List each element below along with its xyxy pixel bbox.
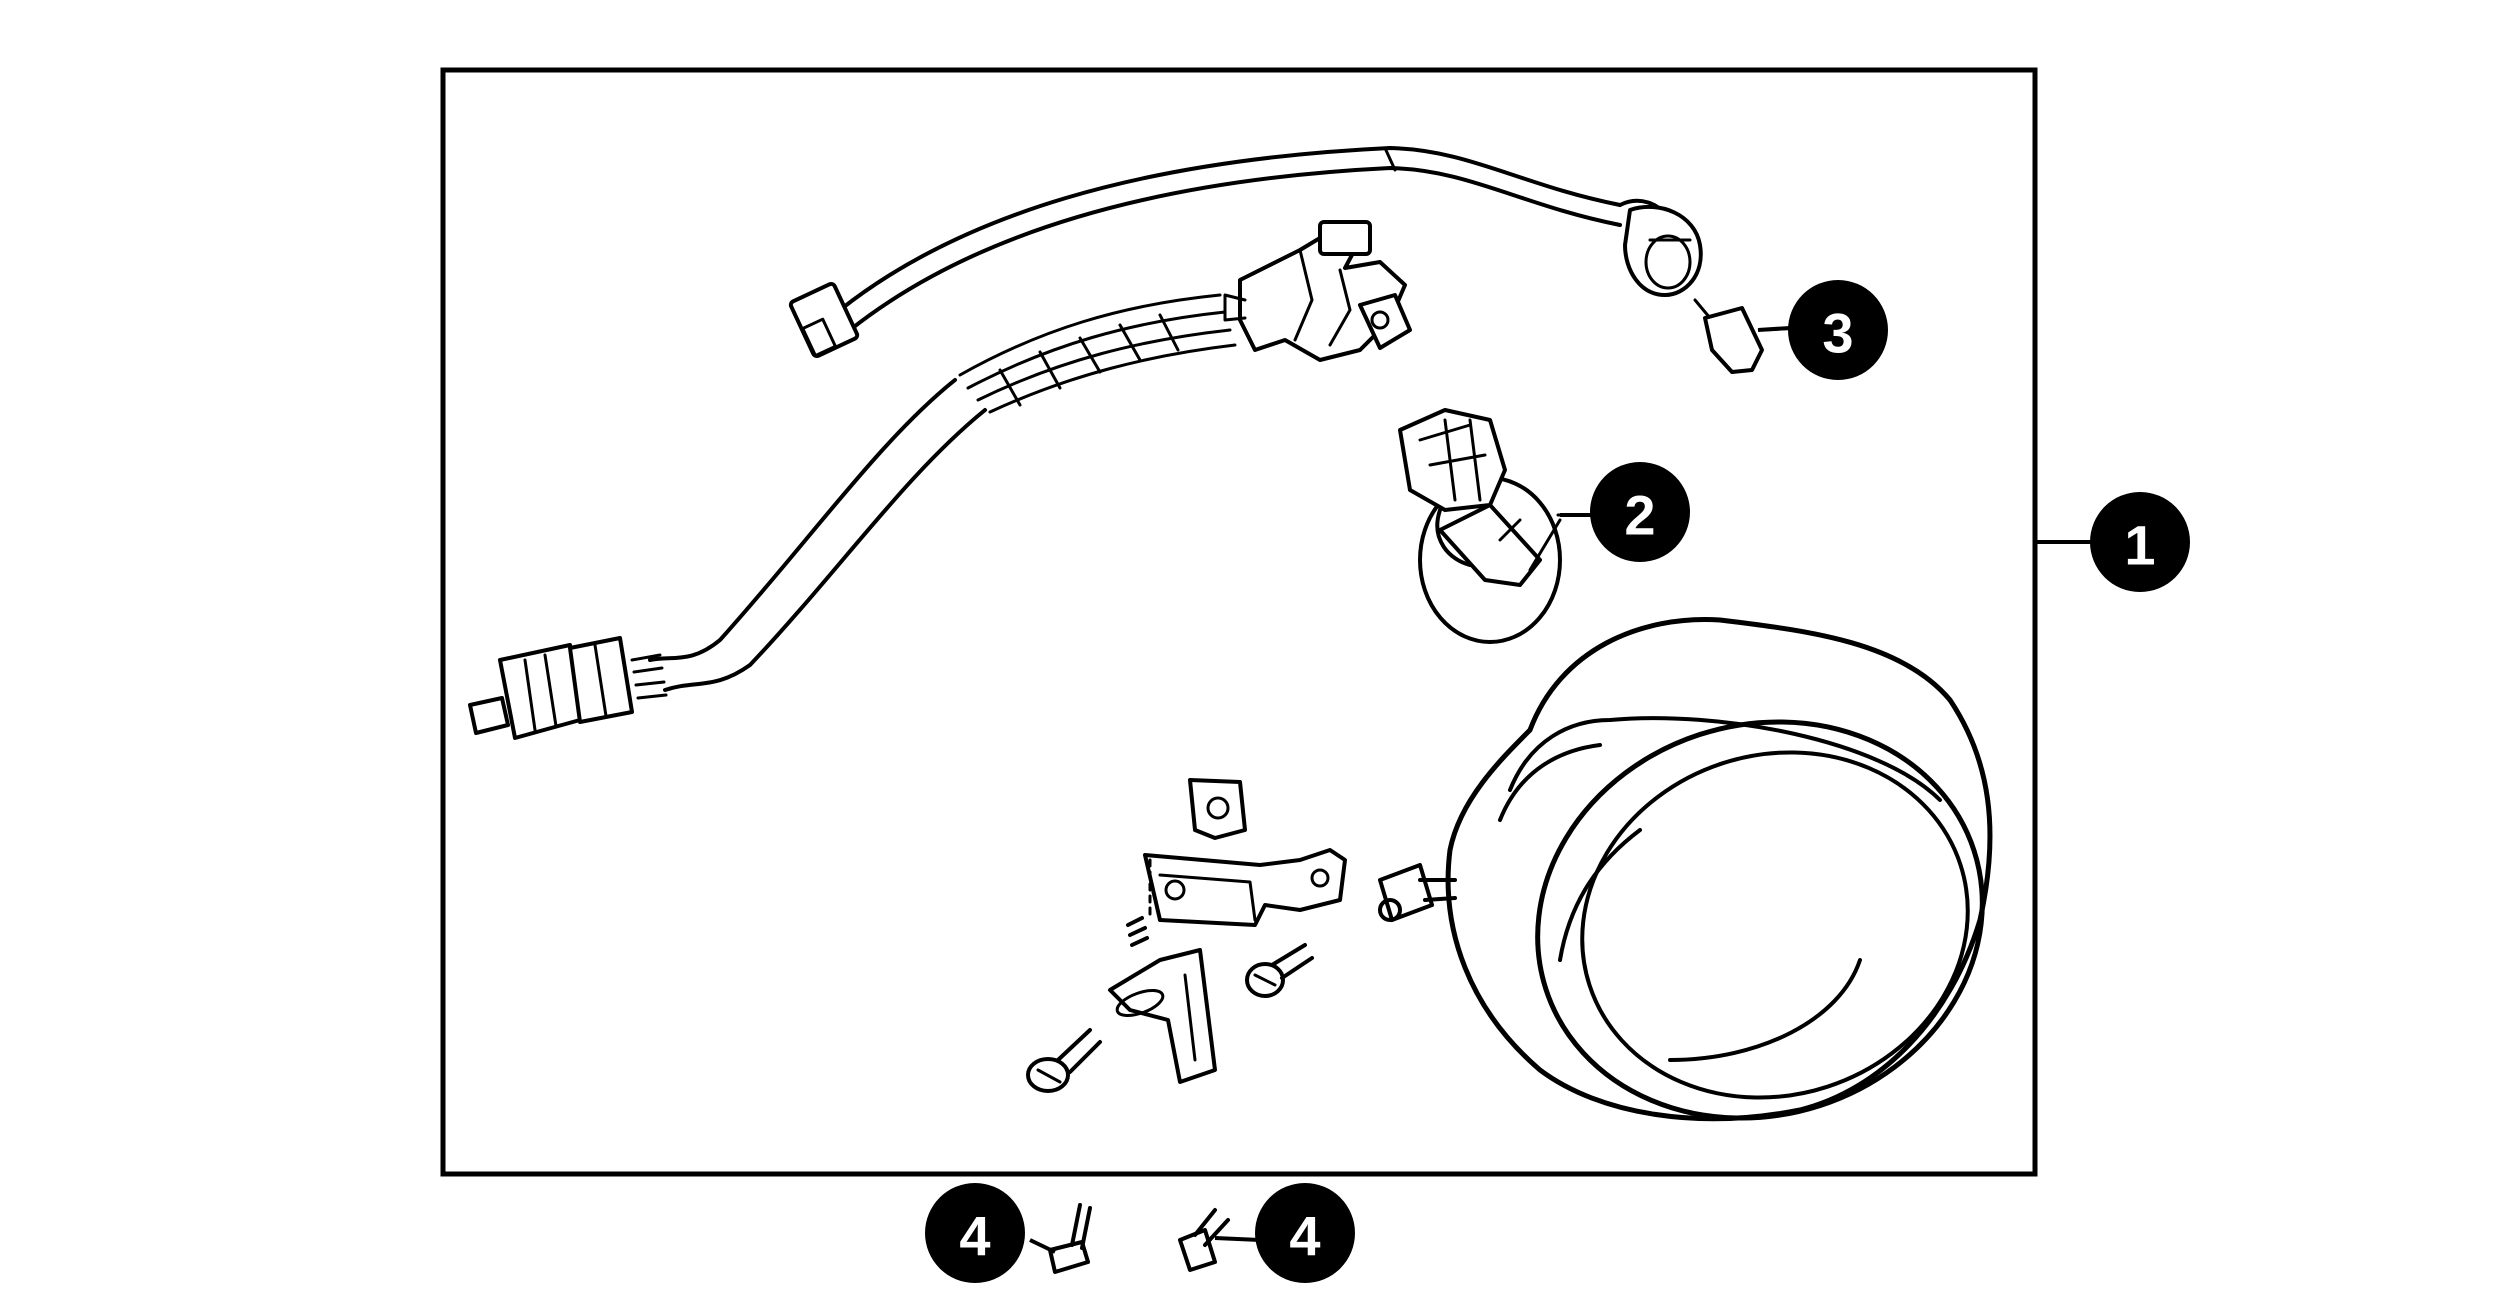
kit-frame xyxy=(440,67,2038,1177)
callout-2-circle xyxy=(1590,462,1690,562)
callout-4a-circle xyxy=(925,1183,1025,1283)
callout-4b-circle xyxy=(1255,1183,1355,1283)
headlight-bulb xyxy=(1398,408,1602,644)
position-bulb-socket xyxy=(1618,198,1703,297)
callout-2: 2 xyxy=(1590,462,1690,562)
callout-4a-label: 4 xyxy=(959,1205,990,1268)
headlight-housing xyxy=(1378,617,1993,1122)
screw-small-right xyxy=(1245,943,1314,998)
mounting-bracket xyxy=(1108,778,1347,1084)
main-connector xyxy=(468,636,668,740)
callout-4b-label: 4 xyxy=(1289,1205,1320,1268)
callout-4b: 4 xyxy=(1255,1183,1355,1283)
callout-1: 1 xyxy=(2090,492,2190,592)
harness-socket xyxy=(1223,220,1412,362)
wiring-harness xyxy=(468,146,1703,740)
callout-1-circle xyxy=(2090,492,2190,592)
leader-line-4a xyxy=(1029,1238,1056,1254)
callout-1-label: 1 xyxy=(2124,514,2155,577)
screw-4b xyxy=(1178,1208,1230,1272)
leader-line-4b xyxy=(1214,1236,1261,1242)
leader-line-3 xyxy=(1757,326,1791,332)
screw-small-left xyxy=(1026,1028,1102,1093)
screw-4a xyxy=(1048,1203,1092,1274)
position-bulb xyxy=(1693,298,1802,374)
callout-3: 3 xyxy=(1788,280,1888,380)
callout-3-circle xyxy=(1788,280,1888,380)
callout-4a: 4 xyxy=(925,1183,1025,1283)
callout-3-label: 3 xyxy=(1822,302,1853,365)
callout-2-label: 2 xyxy=(1624,484,1655,547)
